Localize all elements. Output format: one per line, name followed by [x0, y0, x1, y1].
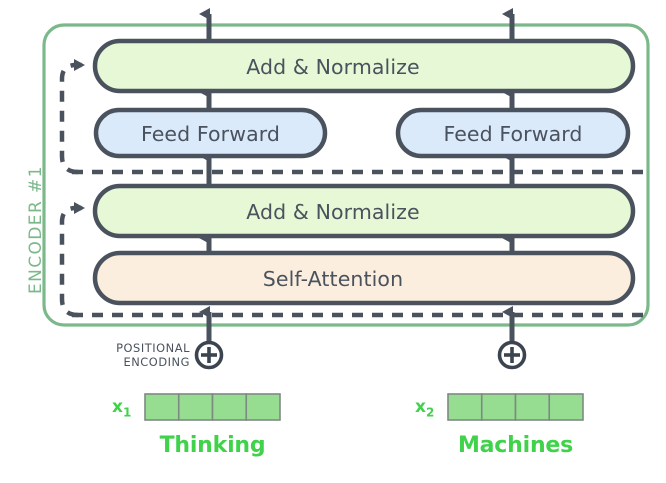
add-normalize-bottom-box[interactable]: [92, 183, 636, 239]
positional-encoding-plus-left: [194, 340, 224, 370]
token-vector-2: [447, 393, 584, 421]
add-normalize-top-box[interactable]: [92, 38, 636, 94]
positional-encoding-plus-right: [497, 340, 527, 370]
residual-path-upper: [59, 59, 85, 175]
residual-path-lower: [59, 202, 85, 318]
self-attention-box[interactable]: [92, 250, 636, 306]
feed-forward-left-box[interactable]: [93, 107, 328, 159]
feed-forward-right-box[interactable]: [395, 107, 631, 159]
encoder-container-border: [42, 23, 650, 327]
token-vector-1: [144, 393, 281, 421]
